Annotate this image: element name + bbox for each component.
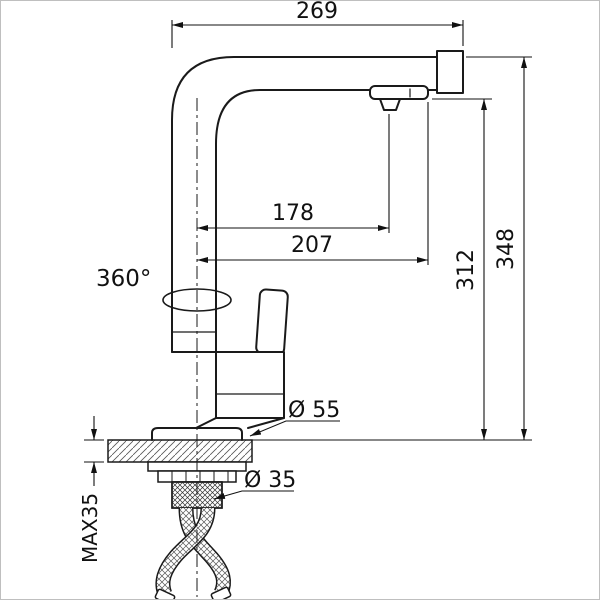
hose-end-fitting-left xyxy=(210,586,232,600)
dim-348-label: 348 xyxy=(494,228,519,270)
supply-hose-right xyxy=(155,507,216,597)
dim-overall-width xyxy=(171,20,464,48)
dim-312-label: 312 xyxy=(454,249,479,291)
spout-outline xyxy=(171,56,438,353)
dim-spout-reach-outer xyxy=(197,102,429,265)
dim-269-label: 269 xyxy=(296,0,338,24)
supply-hose-left xyxy=(178,507,232,597)
supply-hoses xyxy=(154,507,232,600)
swivel-angle-label: 360° xyxy=(96,266,151,292)
handle-lever xyxy=(255,288,289,356)
base-diameter-label: Ø 55 xyxy=(288,398,340,423)
hose-end-fitting-right xyxy=(154,588,176,600)
sprayer-nozzle xyxy=(369,85,429,111)
shank-diameter-label: Ø 35 xyxy=(244,468,296,493)
dim-207-label: 207 xyxy=(291,233,333,258)
leader-shank-diameter xyxy=(213,490,294,500)
faucet-body xyxy=(171,351,285,429)
dim-outlet-height xyxy=(432,98,492,440)
dim-max-thickness xyxy=(84,416,104,486)
max-thickness-label: MAX35 xyxy=(78,493,102,563)
countertop-section xyxy=(107,439,253,463)
dim-178-label: 178 xyxy=(272,201,314,226)
dim-spout-reach-inner xyxy=(197,114,390,233)
spout-end-cap xyxy=(436,50,464,94)
dim-overall-height xyxy=(466,56,532,440)
swivel-rotation-indicator xyxy=(162,288,232,312)
leader-base-diameter xyxy=(249,420,340,437)
